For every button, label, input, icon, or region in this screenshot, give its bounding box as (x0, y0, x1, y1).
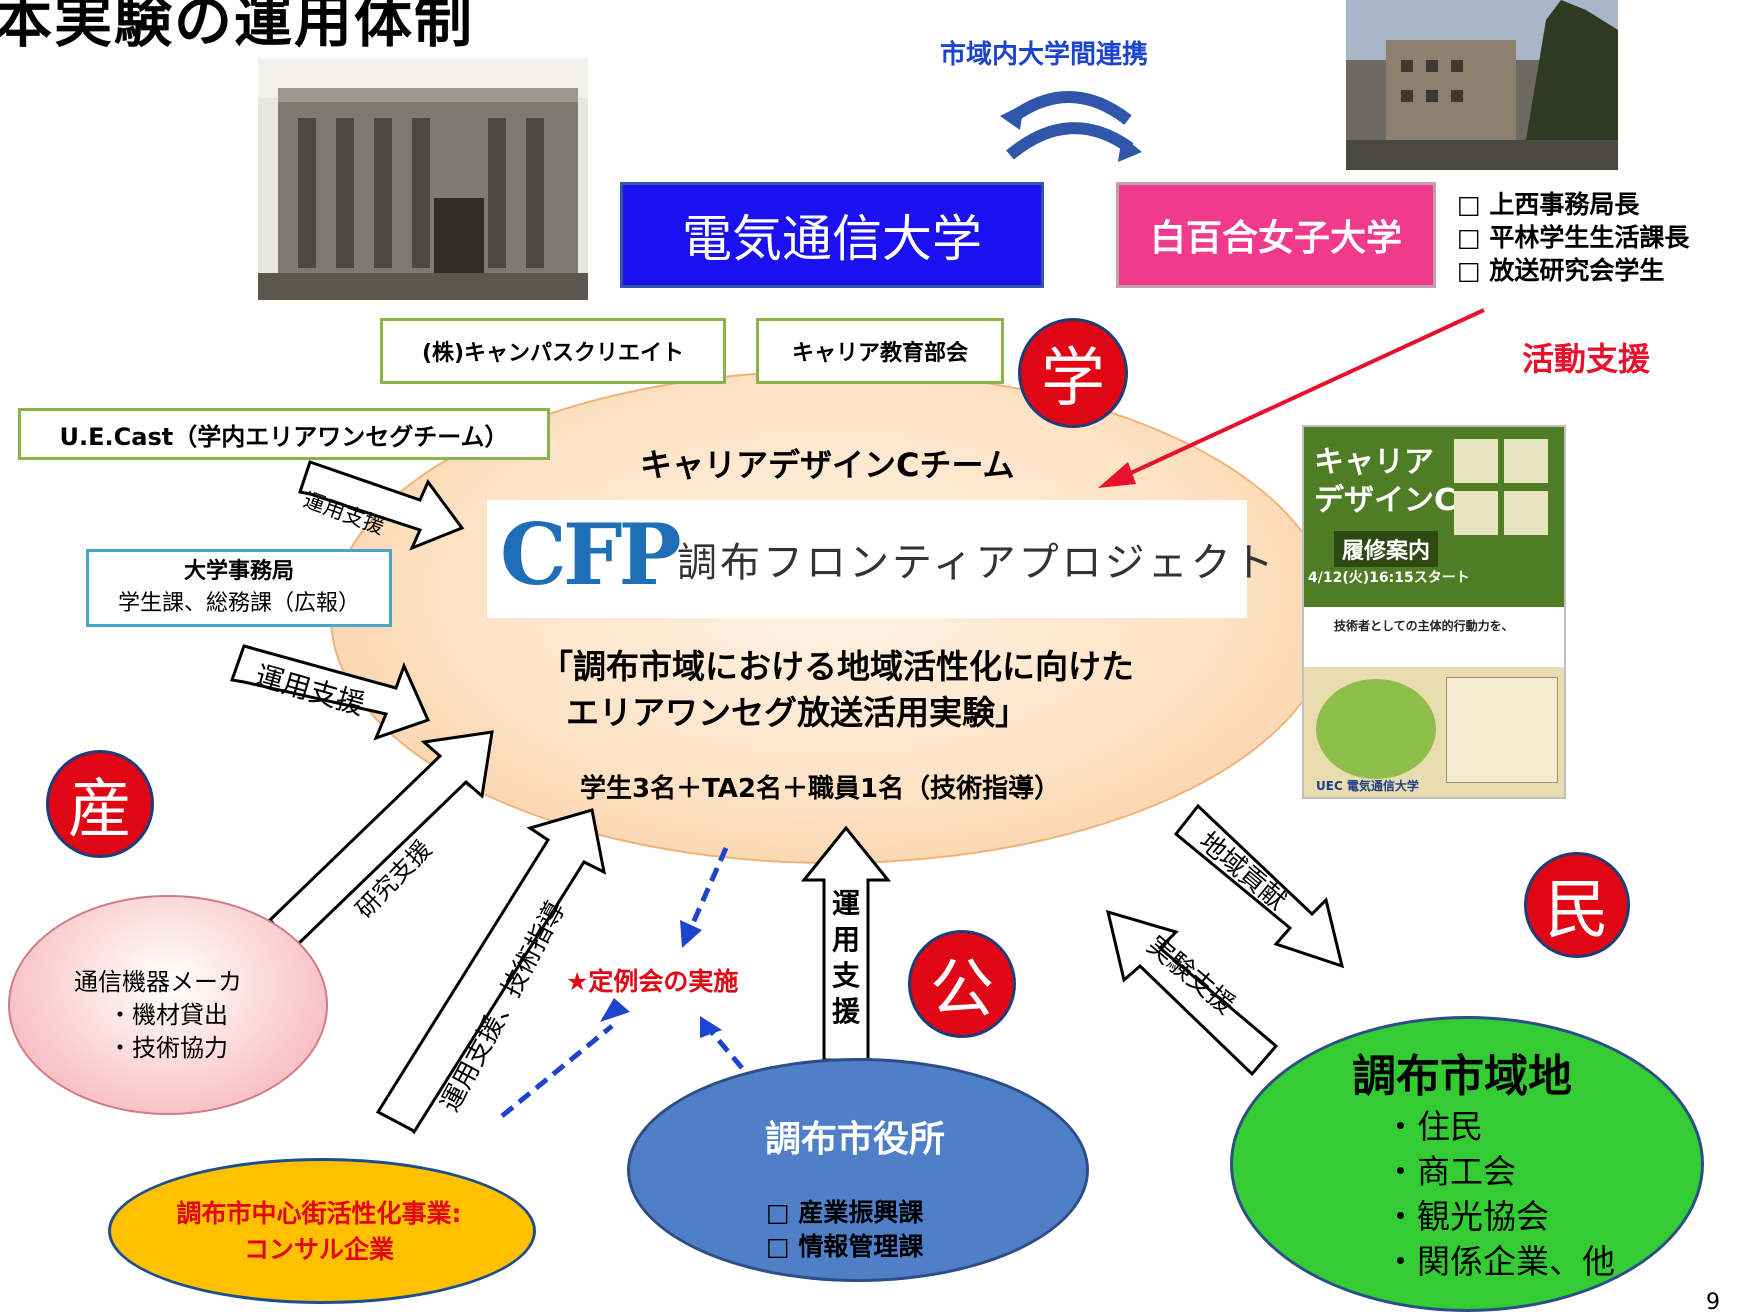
collab-arrows (1000, 91, 1142, 162)
manufacturer-text: 通信機器メーカ ・機材貸出 ・技術協力 (74, 966, 242, 1065)
arrow-unyo2 (229, 644, 431, 741)
career-design-flyer: キャリア デザインC 履修案内 4/12(火)16:15スタート 技術者としての… (1302, 425, 1566, 799)
page-title: 本実験の運用体制 (0, 0, 475, 55)
region-item: ・住民 (1384, 1107, 1483, 1146)
sector-gaku-circle: 学 (1018, 318, 1128, 428)
manufacturer-item: ・機材貸出 (108, 1001, 228, 1029)
city-hall-ellipse (627, 1058, 1089, 1282)
dashed-arrow-right (708, 1028, 744, 1070)
regular-meeting-label: ★定例会の実施 (566, 967, 739, 996)
arrow-unyo-vertical (800, 825, 892, 1062)
cfp-name: 調布フロンティアプロジェクト (677, 540, 1277, 586)
uec-building-photo (258, 58, 588, 300)
office-title: 大学事務局 (183, 559, 294, 584)
page-number: 9 (1706, 1290, 1720, 1315)
shirayuri-box: 白百合女子大学 (1116, 182, 1436, 288)
project-title-line1: 「調布市域における地域活性化に向けた (540, 647, 1134, 686)
dashed-arrow-left (500, 1024, 614, 1118)
dashed-arrow-top (687, 846, 729, 932)
collab-label: 市域内大学間連携 (940, 40, 1149, 70)
arrow-kenkyu (267, 730, 494, 948)
dept-item: □ 産業振興課 (766, 1198, 924, 1227)
consultant-ellipse (108, 1158, 536, 1304)
region-items: ・住民 ・商工会 ・観光協会 ・関係企業、他 (1384, 1104, 1615, 1284)
flyer-date: 4/12(火)16:15スタート (1308, 570, 1470, 586)
consultant-line1: 調布市中心街活性化事業: (176, 1199, 462, 1228)
member-item: □ 上西事務局長 (1457, 190, 1640, 219)
office-sub: 学生課、総務課（広報） (117, 591, 360, 616)
arrow-label-unyo-vertical: 運用支援 (831, 887, 860, 1028)
team-name: キャリアデザインCチーム (640, 446, 1015, 484)
sector-san-circle: 産 (46, 750, 154, 858)
region-title: 調布市域地 (1352, 1051, 1572, 1102)
shirayuri-members: □ 上西事務局長 □ 平林学生生活課長 □ 放送研究会学生 (1457, 188, 1689, 287)
dept-item: □ 情報管理課 (766, 1232, 924, 1261)
region-item: ・商工会 (1384, 1152, 1516, 1191)
flyer-title2: デザインC (1314, 483, 1457, 518)
team-members: 学生3名＋TA2名＋職員1名（技術指導） (580, 774, 1061, 804)
arrow-chiiki (1173, 803, 1345, 969)
consultant-text: 調布市中心街活性化事業: コンサル企業 (108, 1196, 530, 1268)
flyer-footer: UEC 電気通信大学 (1316, 779, 1419, 793)
manufacturer-item: ・技術協力 (108, 1034, 228, 1062)
city-hall-title: 調布市役所 (764, 1119, 945, 1160)
sector-ko-circle: 公 (908, 930, 1016, 1038)
shirayuri-building-photo (1346, 0, 1618, 170)
flyer-course: 履修案内 (1334, 531, 1439, 567)
campus-create-box: (株)キャンパスクリエイト (380, 318, 726, 384)
uecast-box: U.E.Cast（学内エリアワンセグチーム） (18, 408, 550, 460)
cfp-logo: CFP (500, 505, 682, 604)
arrow-jikken (1105, 909, 1279, 1077)
cfp-banner (487, 500, 1247, 618)
consultant-line2: コンサル企業 (243, 1235, 394, 1264)
flyer-catch: 技術者としての主体的行動力を、 (1334, 619, 1514, 633)
manufacturer-title: 通信機器メーカ (74, 968, 242, 996)
region-item: ・観光協会 (1384, 1197, 1549, 1236)
member-item: □ 平林学生生活課長 (1457, 223, 1690, 252)
activity-support-label: 活動支援 (1522, 340, 1651, 378)
flyer-title1: キャリア (1314, 445, 1434, 480)
uec-box: 電気通信大学 (620, 182, 1044, 288)
career-edu-box: キャリア教育部会 (756, 318, 1004, 384)
university-office-box: 大学事務局 学生課、総務課（広報） (86, 549, 392, 627)
manufacturer-ellipse (8, 895, 328, 1115)
sector-min-circle: 民 (1524, 852, 1630, 958)
region-item: ・関係企業、他 (1384, 1242, 1615, 1281)
arrow-unyo1 (298, 460, 465, 551)
activity-support-arrow (1098, 308, 1485, 488)
arrow-unyo-gijutsu (375, 808, 607, 1135)
region-ellipse (1230, 1016, 1704, 1312)
member-item: □ 放送研究会学生 (1457, 256, 1665, 285)
project-title-line2: エリアワンセグ放送活用実験」 (566, 693, 1028, 732)
city-hall-depts: □ 産業振興課 □ 情報管理課 (766, 1196, 923, 1264)
